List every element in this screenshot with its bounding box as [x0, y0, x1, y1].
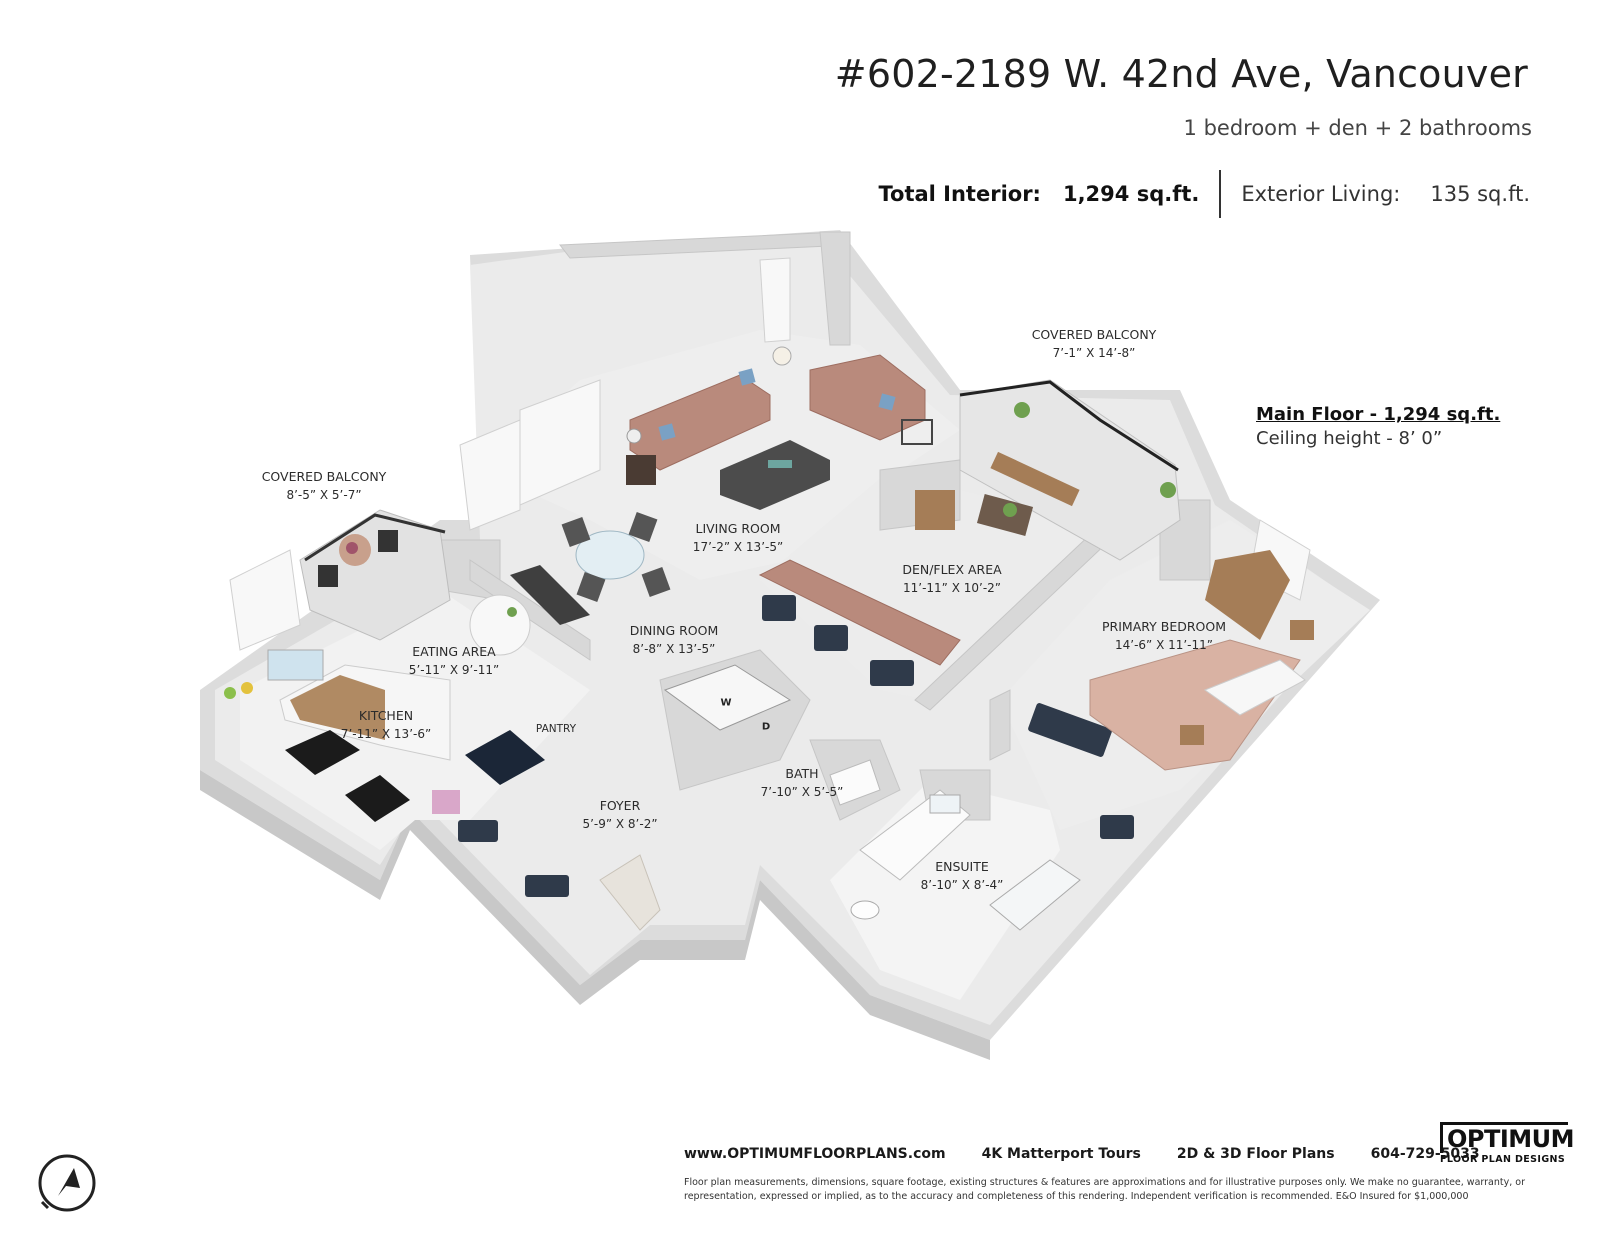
- room-name: COVERED BALCONY: [1031, 327, 1157, 342]
- unit-summary: 1 bedroom + den + 2 bathrooms: [1183, 116, 1532, 140]
- room-label-kitchen: KITCHEN 7’-11” X 13’-6”: [341, 707, 431, 743]
- ceiling-height-label: Ceiling height - 8’ 0”: [1256, 428, 1443, 449]
- room-name: DINING ROOM: [629, 623, 719, 638]
- balcony-north: [959, 379, 1181, 561]
- room-dimensions: 11’-11” X 10’-2”: [902, 581, 1002, 595]
- den-furniture: [758, 451, 1080, 666]
- room-label-primary-bedroom: PRIMARY BEDROOM 14’-6” X 11’-11”: [1102, 618, 1226, 654]
- room-label-pantry: PANTRY: [536, 720, 576, 738]
- listing-address: #602-2189 W. 42nd Ave, Vancouver: [834, 52, 1528, 96]
- total-interior-value: 1,294 sq.ft.: [1062, 182, 1200, 206]
- room-name: PRIMARY BEDROOM: [1102, 619, 1226, 634]
- room-dimensions: 14’-6” X 11’-11”: [1114, 638, 1213, 652]
- room-label-living-room: LIVING ROOM 17’-2” X 13’-5”: [693, 520, 783, 556]
- room-name: FOYER: [599, 798, 641, 813]
- room-name: COVERED BALCONY: [261, 469, 387, 484]
- bathroom-fixtures: [663, 664, 1081, 931]
- room-dimensions: 8’-10” X 8’-4”: [920, 878, 1004, 892]
- company-logo: OPTIMUM FLOOR PLAN DESIGNS: [1440, 1122, 1575, 1165]
- room-name: KITCHEN: [358, 708, 414, 723]
- room-label-foyer: FOYER 5’-9” X 8’-2”: [582, 797, 657, 833]
- room-dimensions: 17’-2” X 13’-5”: [692, 540, 784, 554]
- room-name: ENSUITE: [935, 859, 989, 874]
- room-label-bath: BATH 7’-10” X 5’-5”: [761, 765, 844, 801]
- balcony-west: [299, 509, 451, 641]
- room-dimensions: 8’-8” X 13’-5”: [632, 642, 716, 656]
- room-label-ensuite: ENSUITE 8’-10” X 8’-4”: [921, 858, 1004, 894]
- total-interior-label: Total Interior:: [878, 182, 1041, 206]
- footer-links: www.OPTIMUMFLOORPLANS.com 4K Matterport …: [684, 1146, 1516, 1162]
- north-arrow-icon: [38, 1154, 96, 1212]
- disclaimer-text: Floor plan measurements, dimensions, squ…: [684, 1177, 1525, 1202]
- entry-door: [599, 854, 661, 931]
- washer-label: W: [720, 697, 732, 709]
- room-name: EATING AREA: [412, 644, 496, 659]
- room-label-balcony-north: COVERED BALCONY 7’-1” X 14’-8”: [1032, 326, 1157, 362]
- area-divider: [1219, 170, 1222, 218]
- room-dimensions: 7’-1” X 14’-8”: [1052, 346, 1136, 360]
- room-label-dining-room: DINING ROOM 8’-8” X 13’-5”: [630, 622, 719, 658]
- room-dimensions: 7’-11” X 13’-6”: [340, 727, 432, 741]
- room-name: DEN/FLEX AREA: [902, 562, 1002, 577]
- dryer-label: D: [761, 721, 771, 733]
- windows: [229, 257, 1311, 651]
- tours-label: 4K Matterport Tours: [981, 1146, 1141, 1162]
- main-floor-label: Main Floor - 1,294 sq.ft.: [1256, 404, 1501, 425]
- plans-label: 2D & 3D Floor Plans: [1176, 1146, 1335, 1162]
- phone-number: 604-729-5033: [1370, 1146, 1480, 1162]
- room-dimensions: 5’-11” X 9’-11”: [408, 663, 500, 677]
- exterior-living-value: 135 sq.ft.: [1430, 182, 1530, 206]
- logo-main-text: OPTIMUM: [1440, 1122, 1575, 1153]
- bedroom-furniture: [1089, 550, 1314, 771]
- logo-sub-text: FLOOR PLAN DESIGNS: [1440, 1154, 1566, 1165]
- exterior-living-label: Exterior Living:: [1241, 182, 1401, 206]
- room-name: LIVING ROOM: [695, 521, 781, 536]
- room-dimensions: 8’-5” X 5’-7”: [286, 488, 362, 502]
- living-room-furniture: [626, 346, 933, 510]
- dining-furniture: [510, 511, 671, 625]
- room-dimensions: 5’-9” X 8’-2”: [582, 817, 658, 831]
- closet-hangers: [458, 595, 1134, 897]
- room-label-eating-area: EATING AREA 5’-11” X 9’-11”: [409, 643, 499, 679]
- room-label-balcony-west: COVERED BALCONY 8’-5” X 5’-7”: [262, 468, 387, 504]
- room-dimensions: 7’-10” X 5’-5”: [760, 785, 844, 799]
- room-label-den: DEN/FLEX AREA 11’-11” X 10’-2”: [902, 561, 1001, 597]
- kitchen-features: [224, 594, 545, 822]
- room-name: PANTRY: [535, 723, 577, 735]
- area-summary: Total Interior: 1,294 sq.ft. Exterior Li…: [878, 170, 1530, 218]
- room-name: BATH: [785, 766, 819, 781]
- website-link[interactable]: www.OPTIMUMFLOORPLANS.com: [684, 1146, 946, 1162]
